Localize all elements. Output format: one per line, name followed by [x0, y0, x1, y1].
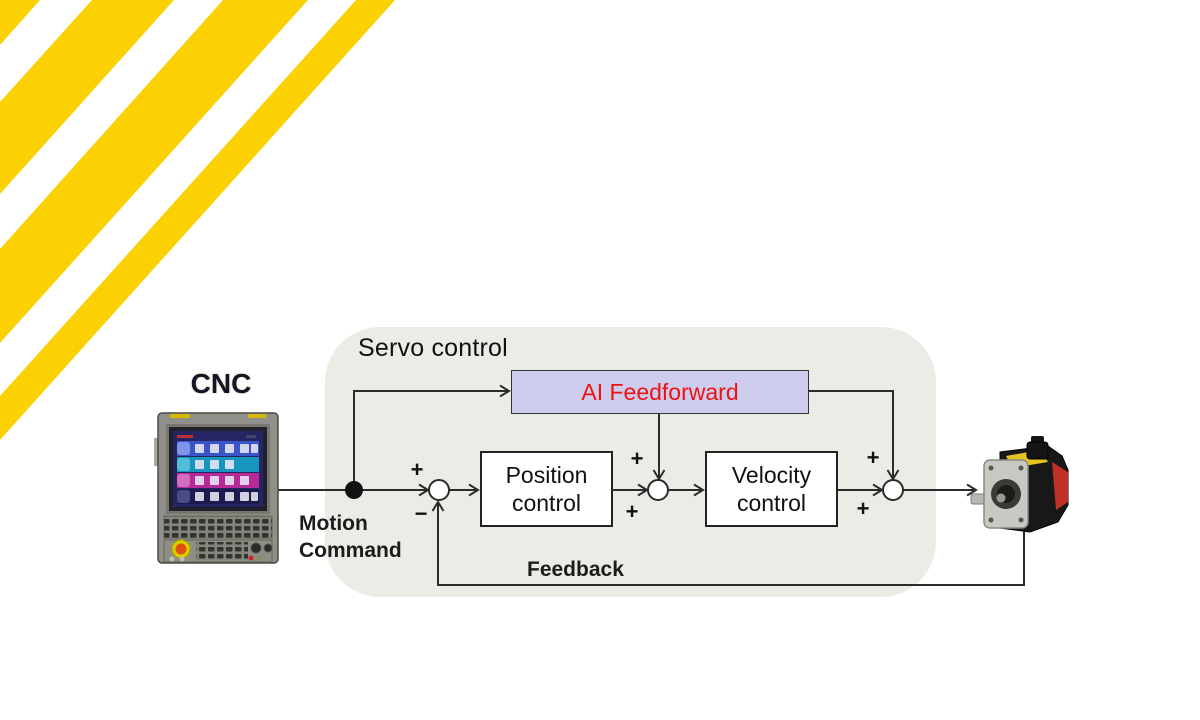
- cnc-machine-image: [154, 412, 279, 564]
- plus-sign-junction1: +: [410, 457, 424, 482]
- wire-feedback: [437, 503, 1025, 586]
- plus-sign-junction2-top: +: [630, 446, 644, 471]
- wire-branch-to-feedforward: [353, 390, 507, 490]
- minus-sign-junction1: −: [414, 501, 428, 526]
- wires: [278, 384, 1025, 586]
- branch-dot: [345, 481, 363, 499]
- plus-sign-junction2-bottom: +: [625, 499, 639, 524]
- arrowhead: [499, 384, 511, 398]
- cnc-label: CNC: [190, 368, 252, 399]
- summing-junction-1: [428, 479, 450, 501]
- position-line2: control: [511, 490, 582, 516]
- arrowhead: [431, 500, 445, 512]
- velocity-line1: Velocity: [731, 462, 812, 488]
- hazard-stripe: [0, 0, 308, 343]
- hazard-stripe: [0, 0, 395, 440]
- position-control-block: Position control: [480, 451, 613, 527]
- hazard-stripes: [0, 0, 395, 440]
- velocity-control-label: Velocity control: [732, 461, 811, 517]
- position-control-label: Position control: [506, 461, 588, 517]
- wire-feedforward-to-junction3: [809, 390, 894, 478]
- plus-sign-junction3-top: +: [866, 445, 880, 470]
- summing-junction-3: [882, 479, 904, 501]
- arrowhead: [693, 483, 705, 497]
- plus-sign-junction3-bottom: +: [856, 496, 870, 521]
- ai-feedforward-block: AI Feedforward: [511, 370, 809, 414]
- motion-command-label: Motion Command: [299, 510, 402, 564]
- motion-line2: Command: [299, 539, 402, 562]
- velocity-control-block: Velocity control: [705, 451, 838, 527]
- summing-junction-2: [647, 479, 669, 501]
- arrowhead: [468, 483, 480, 497]
- servo-control-title: Servo control: [358, 334, 508, 362]
- ai-feedforward-label: AI Feedforward: [581, 379, 739, 405]
- arrowhead: [966, 483, 978, 497]
- feedback-label: Feedback: [527, 558, 624, 581]
- arrowhead: [652, 469, 666, 481]
- hazard-stripe: [0, 0, 174, 194]
- velocity-line2: control: [736, 490, 807, 516]
- servo-motor-image: [970, 436, 1069, 533]
- hazard-stripe: [0, 0, 40, 45]
- position-line1: Position: [505, 462, 588, 488]
- motion-line1: Motion: [299, 512, 368, 535]
